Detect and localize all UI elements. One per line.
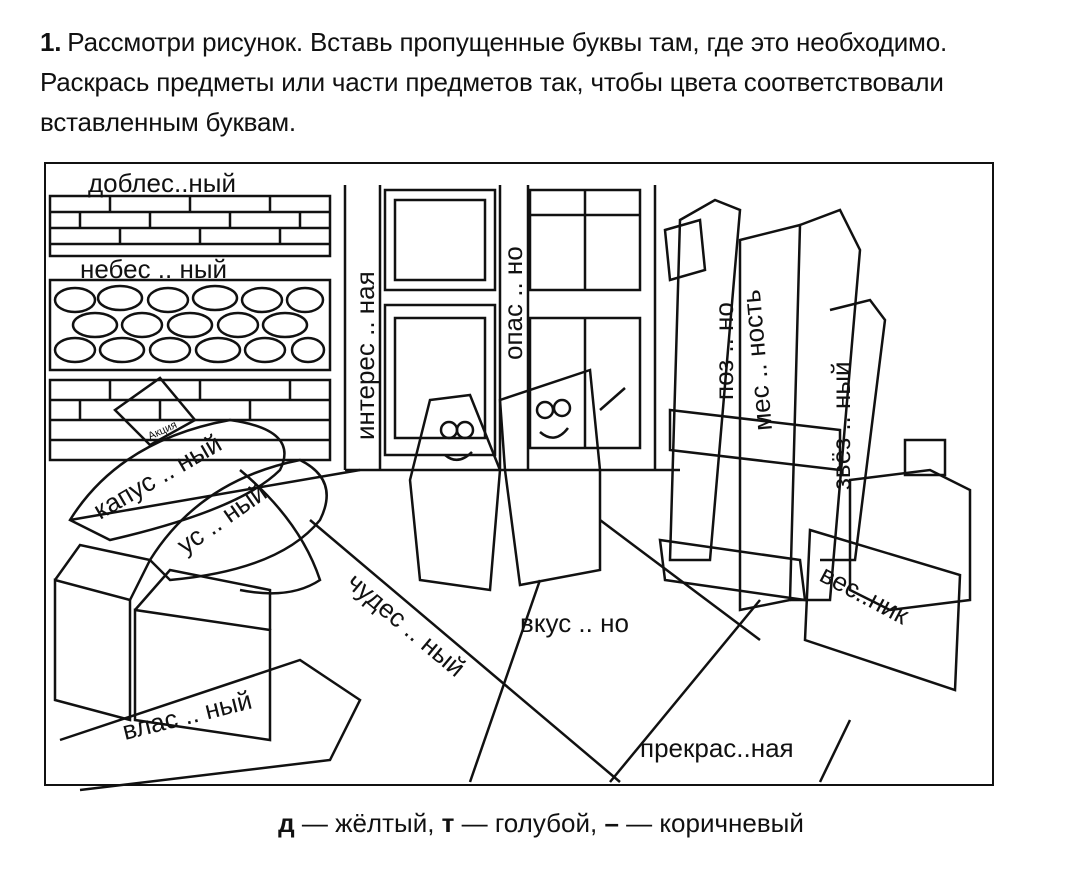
boxes — [53, 543, 362, 792]
cabbage-sacks — [68, 376, 328, 595]
word-interesnaya: интерес .. ная — [350, 271, 380, 440]
building-facade — [343, 185, 657, 470]
hanging-sign — [663, 218, 707, 282]
task-instructions: Рассмотри рисунок. Вставь пропущенные бу… — [40, 27, 948, 137]
book-stack — [658, 198, 887, 612]
word-prekrasnaya: прекрас..ная — [640, 733, 794, 763]
floor-lines — [69, 468, 852, 783]
word-vlastny: влас .. ный — [119, 685, 255, 746]
picture-frame — [44, 162, 994, 786]
word-opasno: опас .. но — [498, 246, 528, 360]
legend-dash-text: — коричневый — [618, 808, 804, 838]
word-nebesny: небес .. ный — [80, 254, 227, 284]
crate — [803, 438, 972, 692]
stone-wall — [48, 278, 332, 372]
word-mestnost: мес .. ность — [736, 288, 778, 432]
word-zvezdny: звёз .. ный — [826, 361, 856, 490]
brick-base — [48, 378, 332, 462]
legend-dash: – — [604, 808, 619, 838]
legend-d-text: — жёлтый, — [294, 808, 442, 838]
word-pozdno: поз .. но — [709, 302, 739, 400]
legend-t-text: — голубой, — [454, 808, 605, 838]
task-text: 1.Рассмотри рисунок. Вставь пропущенные … — [40, 22, 1040, 142]
brick-wall — [48, 194, 332, 258]
word-doblestny: доблес..ный — [88, 168, 236, 198]
color-legend: д — жёлтый, т — голубой, – — коричневый — [0, 808, 1082, 839]
characters — [408, 368, 626, 592]
legend-t: т — [441, 808, 455, 838]
legend-d: д — [278, 808, 295, 838]
task-number: 1. — [40, 27, 62, 57]
word-vkusno: вкус .. но — [520, 608, 629, 638]
